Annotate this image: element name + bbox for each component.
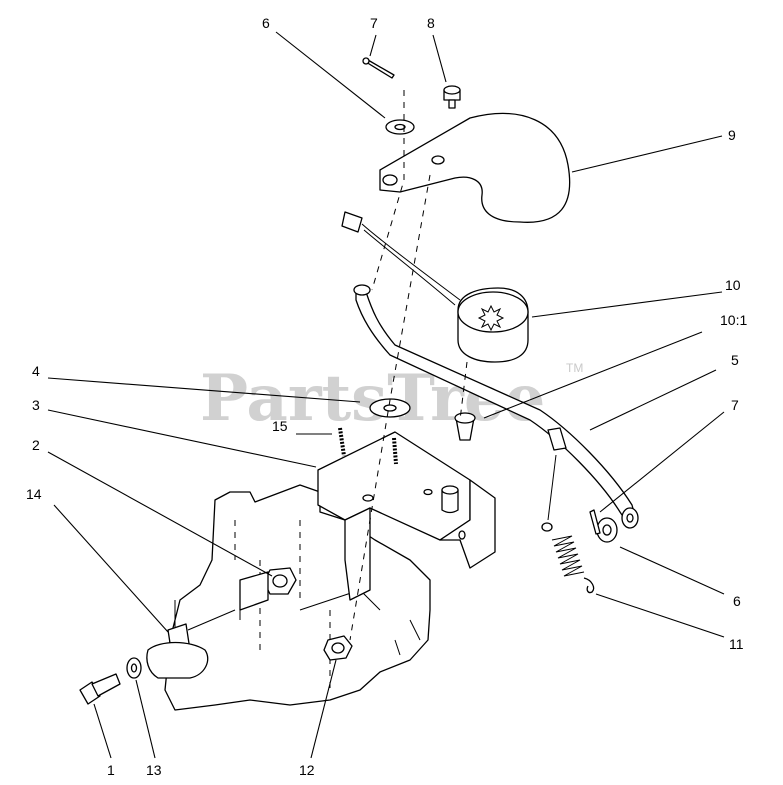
pivot-pin bbox=[441, 485, 459, 514]
callout-15: 15 bbox=[272, 418, 288, 434]
callout-10-1: 10:1 bbox=[720, 312, 747, 328]
callout-4: 4 bbox=[32, 363, 40, 379]
callout-6-top: 6 bbox=[262, 15, 270, 31]
callout-10: 10 bbox=[725, 277, 741, 293]
assembly-lines bbox=[349, 90, 468, 641]
roll-pins-part-15 bbox=[338, 427, 398, 465]
switch-part-10 bbox=[457, 287, 529, 363]
callout-5: 5 bbox=[731, 352, 739, 368]
spring-part-11 bbox=[541, 454, 595, 594]
washer-part-4 bbox=[369, 398, 411, 418]
bolt-part-1 bbox=[79, 673, 121, 705]
callout-12: 12 bbox=[299, 762, 315, 778]
rod-end-pivot bbox=[621, 507, 639, 529]
callout-7-right: 7 bbox=[731, 397, 739, 413]
switch-wire bbox=[341, 211, 461, 306]
nut-part-2 bbox=[239, 567, 297, 611]
frame-plate bbox=[164, 484, 431, 711]
callout-6-right: 6 bbox=[733, 593, 741, 609]
callout-1: 1 bbox=[107, 762, 115, 778]
cotter-pin-top bbox=[362, 57, 395, 79]
cam-plate-part-9 bbox=[379, 112, 571, 223]
callout-labels: 6 7 8 9 10 10:1 5 7 6 11 4 3 2 15 14 1 1… bbox=[26, 15, 747, 778]
washer-right bbox=[596, 517, 618, 543]
callout-2: 2 bbox=[32, 437, 40, 453]
bracket-part-3 bbox=[317, 431, 496, 601]
callout-14: 14 bbox=[26, 486, 42, 502]
switch-cap-part-10-1 bbox=[454, 412, 476, 441]
cotter-pin-right bbox=[589, 509, 601, 535]
clip-part-14 bbox=[146, 609, 236, 679]
callout-9: 9 bbox=[728, 127, 736, 143]
leader-lines bbox=[47, 31, 725, 759]
callout-3: 3 bbox=[32, 397, 40, 413]
watermark-trademark: TM bbox=[566, 361, 583, 375]
washer-part-13 bbox=[126, 657, 142, 679]
callout-8: 8 bbox=[427, 15, 435, 31]
callout-7-top: 7 bbox=[370, 15, 378, 31]
nut-part-12 bbox=[323, 635, 353, 661]
callout-11: 11 bbox=[729, 636, 744, 652]
washer-top bbox=[385, 119, 415, 135]
bolt-part-8 bbox=[443, 85, 461, 109]
callout-13: 13 bbox=[146, 762, 162, 778]
